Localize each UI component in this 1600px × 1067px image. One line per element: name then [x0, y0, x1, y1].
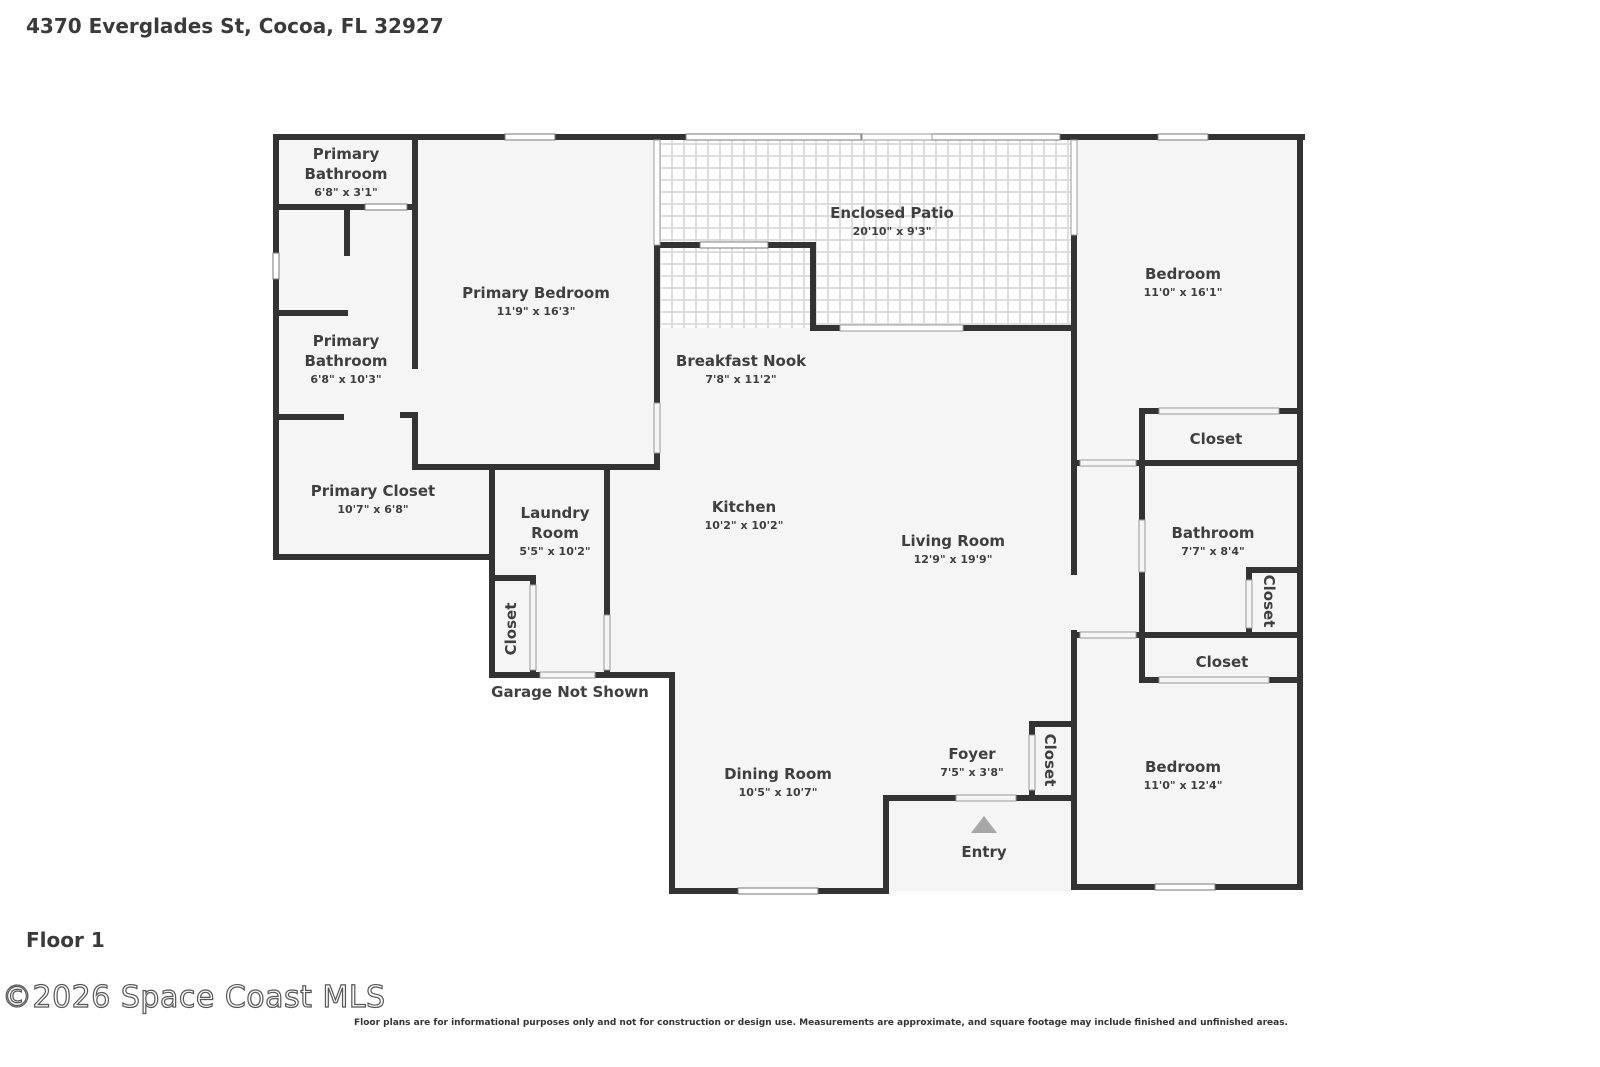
room-dims-dining-room: 10'5" x 10'7": [739, 786, 818, 799]
room-name-primary-bedroom: Primary Bedroom: [462, 284, 610, 302]
room-name-enclosed-patio: Enclosed Patio: [830, 204, 954, 222]
room-dims-kitchen: 10'2" x 10'2": [705, 519, 784, 532]
disclaimer: Floor plans are for informational purpos…: [354, 1018, 1288, 1028]
room-dims-primary-bath-1: 6'8" x 3'1": [314, 186, 378, 199]
room-dims-breakfast-nook: 7'8" x 11'2": [705, 373, 776, 386]
room-dims-primary-bath-2: 6'8" x 10'3": [310, 373, 381, 386]
watermark: ©2026 Space Coast MLS: [1, 979, 386, 1015]
room-dims-foyer: 7'5" x 3'8": [940, 766, 1004, 779]
room-name-kitchen: Kitchen: [712, 498, 776, 516]
room-dims-primary-bedroom: 11'9" x 16'3": [497, 305, 576, 318]
room-dims-primary-closet: 10'7" x 6'8": [337, 503, 408, 516]
room-name-laundry-b: Room: [531, 524, 579, 542]
room-name-living-room: Living Room: [901, 532, 1005, 550]
room-name-breakfast-nook: Breakfast Nook: [676, 352, 807, 370]
room-name-primary-closet: Primary Closet: [311, 482, 435, 500]
room-dims-laundry: 5'5" x 10'2": [519, 545, 590, 558]
room-name-primary-bath-1a: Primary: [313, 145, 380, 163]
room-name-bathroom: Bathroom: [1171, 524, 1254, 542]
room-name-primary-bath-2b: Bathroom: [304, 352, 387, 370]
openings: [529, 133, 1280, 802]
property-address: 4370 Everglades St, Cocoa, FL 32927: [26, 14, 444, 38]
room-name-dining-room: Dining Room: [724, 765, 832, 783]
room-dims-bathroom: 7'7" x 8'4": [1181, 545, 1245, 558]
entry-label: Entry: [961, 843, 1006, 861]
windows: [272, 133, 1216, 895]
room-name-closet-1: Closet: [1190, 430, 1243, 448]
room-dims-enclosed-patio: 20'10" x 9'3": [853, 225, 932, 238]
room-name-closet-5: Closet: [1041, 734, 1059, 787]
room-name-primary-bath-1b: Bathroom: [304, 165, 387, 183]
room-dims-bedroom-1: 11'0" x 16'1": [1144, 286, 1223, 299]
room-name-bedroom-2: Bedroom: [1145, 758, 1221, 776]
room-name-closet-3: Closet: [502, 603, 520, 656]
room-name-primary-bath-2a: Primary: [313, 332, 380, 350]
room-name-foyer: Foyer: [948, 745, 996, 763]
room-name-laundry-a: Laundry: [521, 504, 590, 522]
garage-note: Garage Not Shown: [491, 683, 649, 701]
room-dims-living-room: 12'9" x 19'9": [914, 553, 993, 566]
room-dims-bedroom-2: 11'0" x 12'4": [1144, 779, 1223, 792]
entry-arrow-icon: [971, 816, 997, 833]
room-name-bedroom-1: Bedroom: [1145, 265, 1221, 283]
room-name-closet-4: Closet: [1196, 653, 1249, 671]
floor-label: Floor 1: [26, 928, 105, 952]
patio-floor: [657, 139, 1074, 328]
room-name-closet-2: Closet: [1260, 575, 1278, 628]
